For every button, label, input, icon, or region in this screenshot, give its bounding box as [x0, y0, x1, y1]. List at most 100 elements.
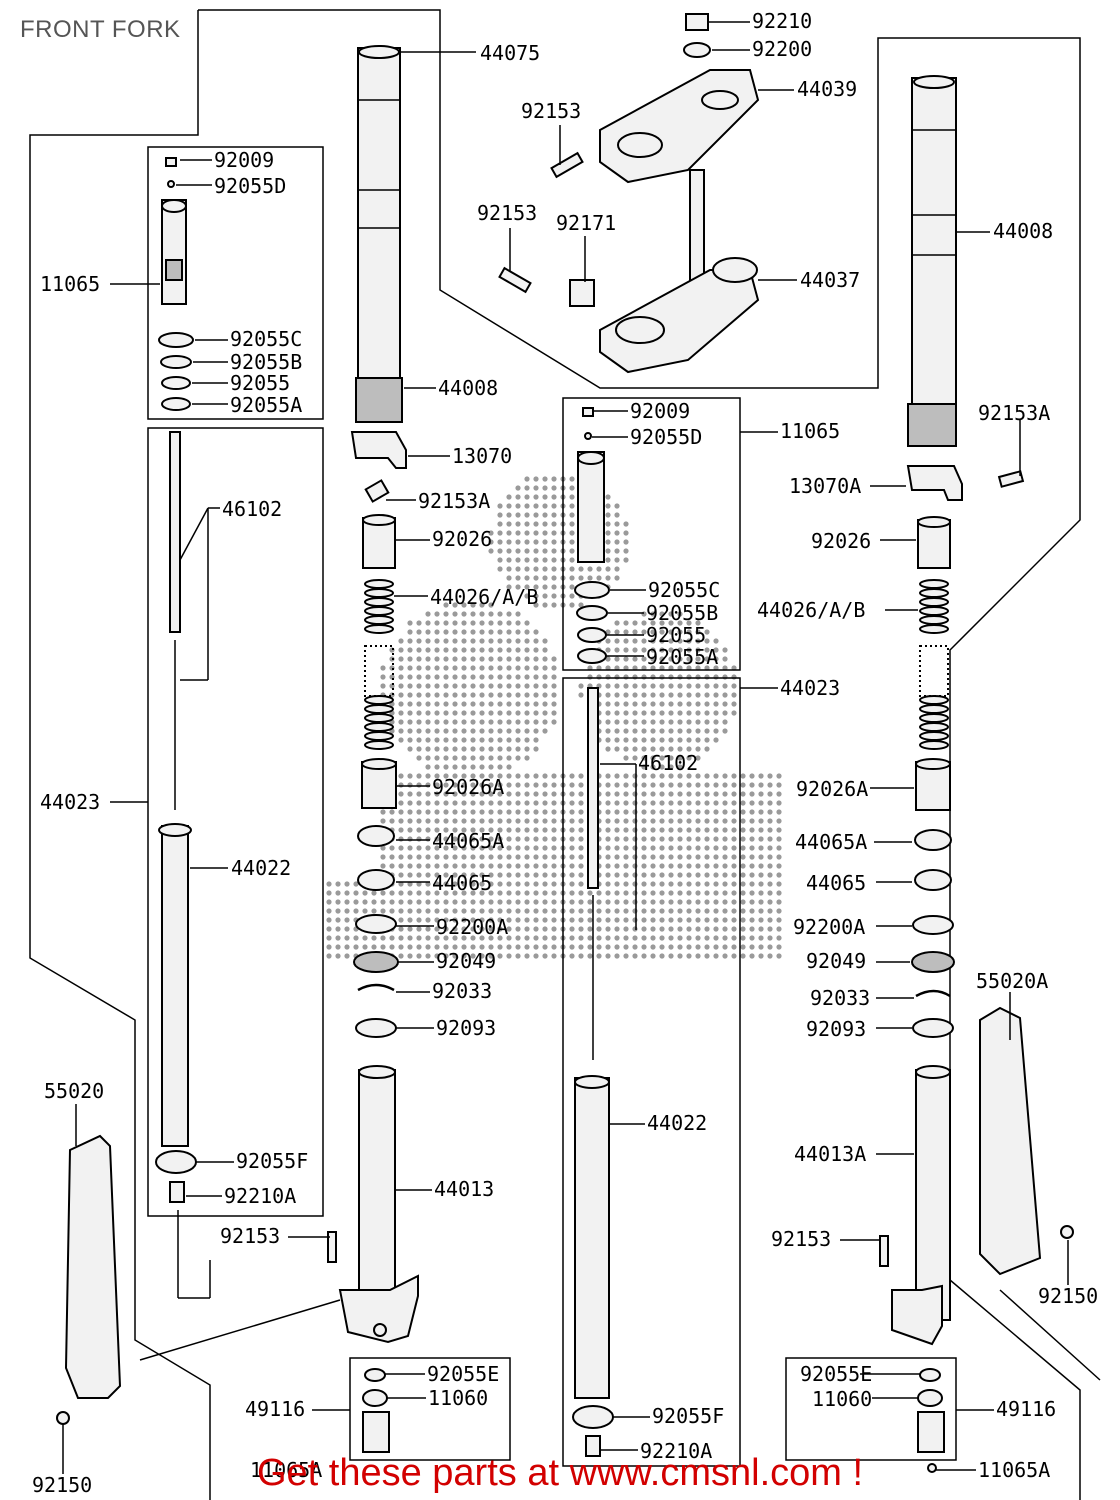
watermark-dot: [389, 944, 395, 950]
watermark-dot: [506, 764, 512, 770]
watermark-dot: [452, 863, 458, 869]
watermark-dot: [623, 809, 629, 815]
watermark-dot: [668, 809, 674, 815]
watermark-dot: [470, 944, 476, 950]
watermark-dot: [722, 710, 728, 716]
watermark-dot: [704, 656, 710, 662]
watermark-dot: [623, 647, 629, 653]
watermark-dot: [515, 719, 521, 725]
watermark-dot: [551, 512, 557, 518]
watermark-dot: [506, 656, 512, 662]
watermark-dot: [407, 953, 413, 959]
watermark-dot: [722, 935, 728, 941]
watermark-dot: [407, 818, 413, 824]
watermark-dot: [524, 719, 530, 725]
watermark-dot: [551, 674, 557, 680]
watermark-dot: [398, 917, 404, 923]
watermark-dot: [731, 701, 737, 707]
watermark-dot: [398, 809, 404, 815]
watermark-dot: [713, 683, 719, 689]
watermark-dot: [677, 818, 683, 824]
label-55020: 55020: [44, 1079, 104, 1103]
watermark-dot: [335, 935, 341, 941]
watermark-dot: [623, 863, 629, 869]
watermark-dot: [470, 890, 476, 896]
watermark-dot: [380, 908, 386, 914]
watermark-dot: [686, 773, 692, 779]
watermark-dot: [515, 656, 521, 662]
watermark-dot: [776, 836, 782, 842]
watermark-dot: [479, 692, 485, 698]
watermark-dot: [713, 827, 719, 833]
watermark-dot: [704, 719, 710, 725]
watermark-dot: [632, 638, 638, 644]
watermark-dot: [569, 845, 575, 851]
watermark-dot: [740, 935, 746, 941]
watermark-dot: [722, 647, 728, 653]
watermark-dot: [353, 935, 359, 941]
watermark-dot: [677, 674, 683, 680]
watermark-dot: [704, 908, 710, 914]
watermark-dot: [740, 953, 746, 959]
watermark-dot: [740, 773, 746, 779]
watermark-dot: [758, 935, 764, 941]
watermark-dot: [542, 800, 548, 806]
watermark-dot: [398, 818, 404, 824]
watermark-dot: [506, 755, 512, 761]
watermark-dot: [605, 521, 611, 527]
footer-link-text[interactable]: Get these parts at www.cmsnl.com !: [256, 1452, 864, 1494]
watermark-dot: [569, 566, 575, 572]
watermark-dot: [731, 674, 737, 680]
watermark-dot: [758, 890, 764, 896]
watermark-dot: [722, 818, 728, 824]
watermark-dot: [749, 872, 755, 878]
watermark-dot: [434, 872, 440, 878]
watermark-dot: [470, 764, 476, 770]
watermark-dot: [371, 944, 377, 950]
label-92049-center: 92049: [436, 949, 496, 973]
watermark-dot: [524, 494, 530, 500]
watermark-dot: [479, 836, 485, 842]
watermark-dot: [425, 827, 431, 833]
label-44022-center: 44022: [647, 1111, 707, 1135]
watermark-dot: [713, 872, 719, 878]
watermark-dot: [578, 953, 584, 959]
watermark-dot: [443, 746, 449, 752]
watermark-dot: [641, 764, 647, 770]
watermark-dot: [497, 800, 503, 806]
watermark-dot: [542, 584, 548, 590]
watermark-dot: [605, 809, 611, 815]
watermark-dot: [776, 782, 782, 788]
watermark-dot: [614, 503, 620, 509]
label-92150-right: 92150: [1038, 1284, 1098, 1308]
watermark-dot: [488, 944, 494, 950]
watermark-dot: [488, 827, 494, 833]
watermark-dot: [416, 827, 422, 833]
watermark-dot: [506, 638, 512, 644]
watermark-dot: [497, 530, 503, 536]
watermark-dot: [416, 701, 422, 707]
watermark-dot: [533, 503, 539, 509]
watermark-dot: [740, 818, 746, 824]
watermark-dot: [551, 557, 557, 563]
watermark-dot: [605, 638, 611, 644]
watermark-dot: [758, 953, 764, 959]
watermark-dot: [677, 935, 683, 941]
watermark-dot: [497, 827, 503, 833]
watermark-dot: [416, 728, 422, 734]
watermark-dot: [506, 746, 512, 752]
watermark-dot: [515, 863, 521, 869]
watermark-dot: [488, 836, 494, 842]
watermark-dot: [398, 890, 404, 896]
label-92055e-center: 92055E: [427, 1362, 499, 1386]
watermark-dot: [533, 710, 539, 716]
watermark-dot: [362, 935, 368, 941]
watermark-dot: [614, 935, 620, 941]
watermark-dot: [776, 845, 782, 851]
watermark-dot: [479, 854, 485, 860]
watermark-dot: [587, 917, 593, 923]
watermark-dot: [452, 872, 458, 878]
watermark-dot: [398, 656, 404, 662]
watermark-dot: [677, 845, 683, 851]
watermark-dot: [722, 908, 728, 914]
